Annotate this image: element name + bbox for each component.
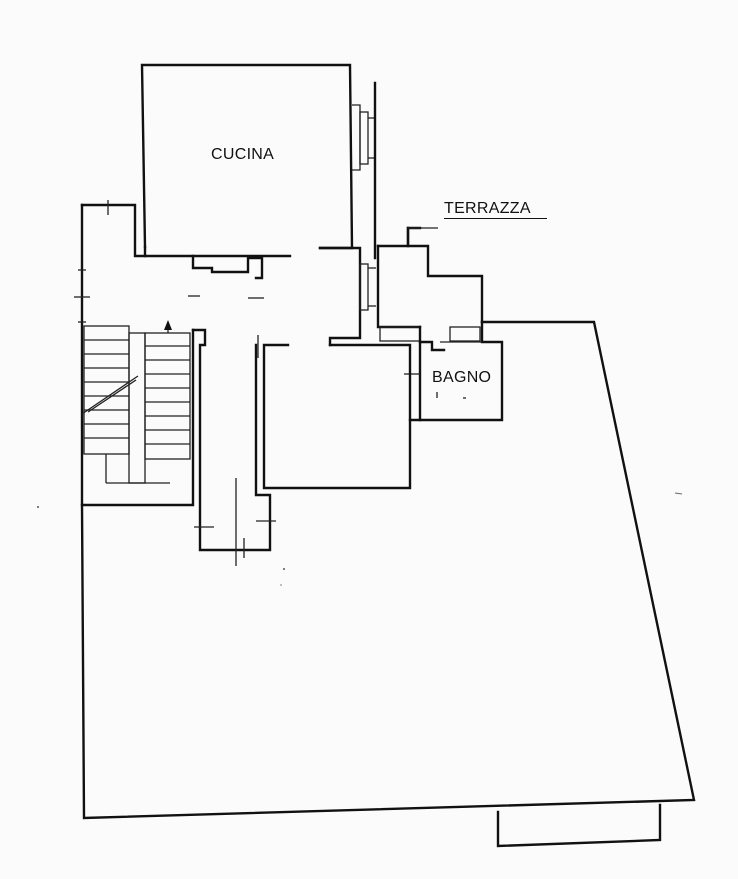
kitchen-window — [352, 104, 374, 171]
bathroom-label: BAGNO — [432, 369, 492, 386]
bathroom-walls — [404, 320, 504, 422]
terrace-walls — [376, 226, 484, 342]
terrace-label: TERRAZZA — [444, 200, 547, 219]
living-room-walls — [257, 335, 422, 490]
outer-area — [80, 320, 696, 848]
stairwell — [74, 200, 195, 507]
scan-specks — [37, 492, 683, 586]
corridor-walls — [188, 254, 276, 566]
middle-window — [318, 246, 376, 347]
kitchen-label: CUCINA — [211, 146, 275, 163]
